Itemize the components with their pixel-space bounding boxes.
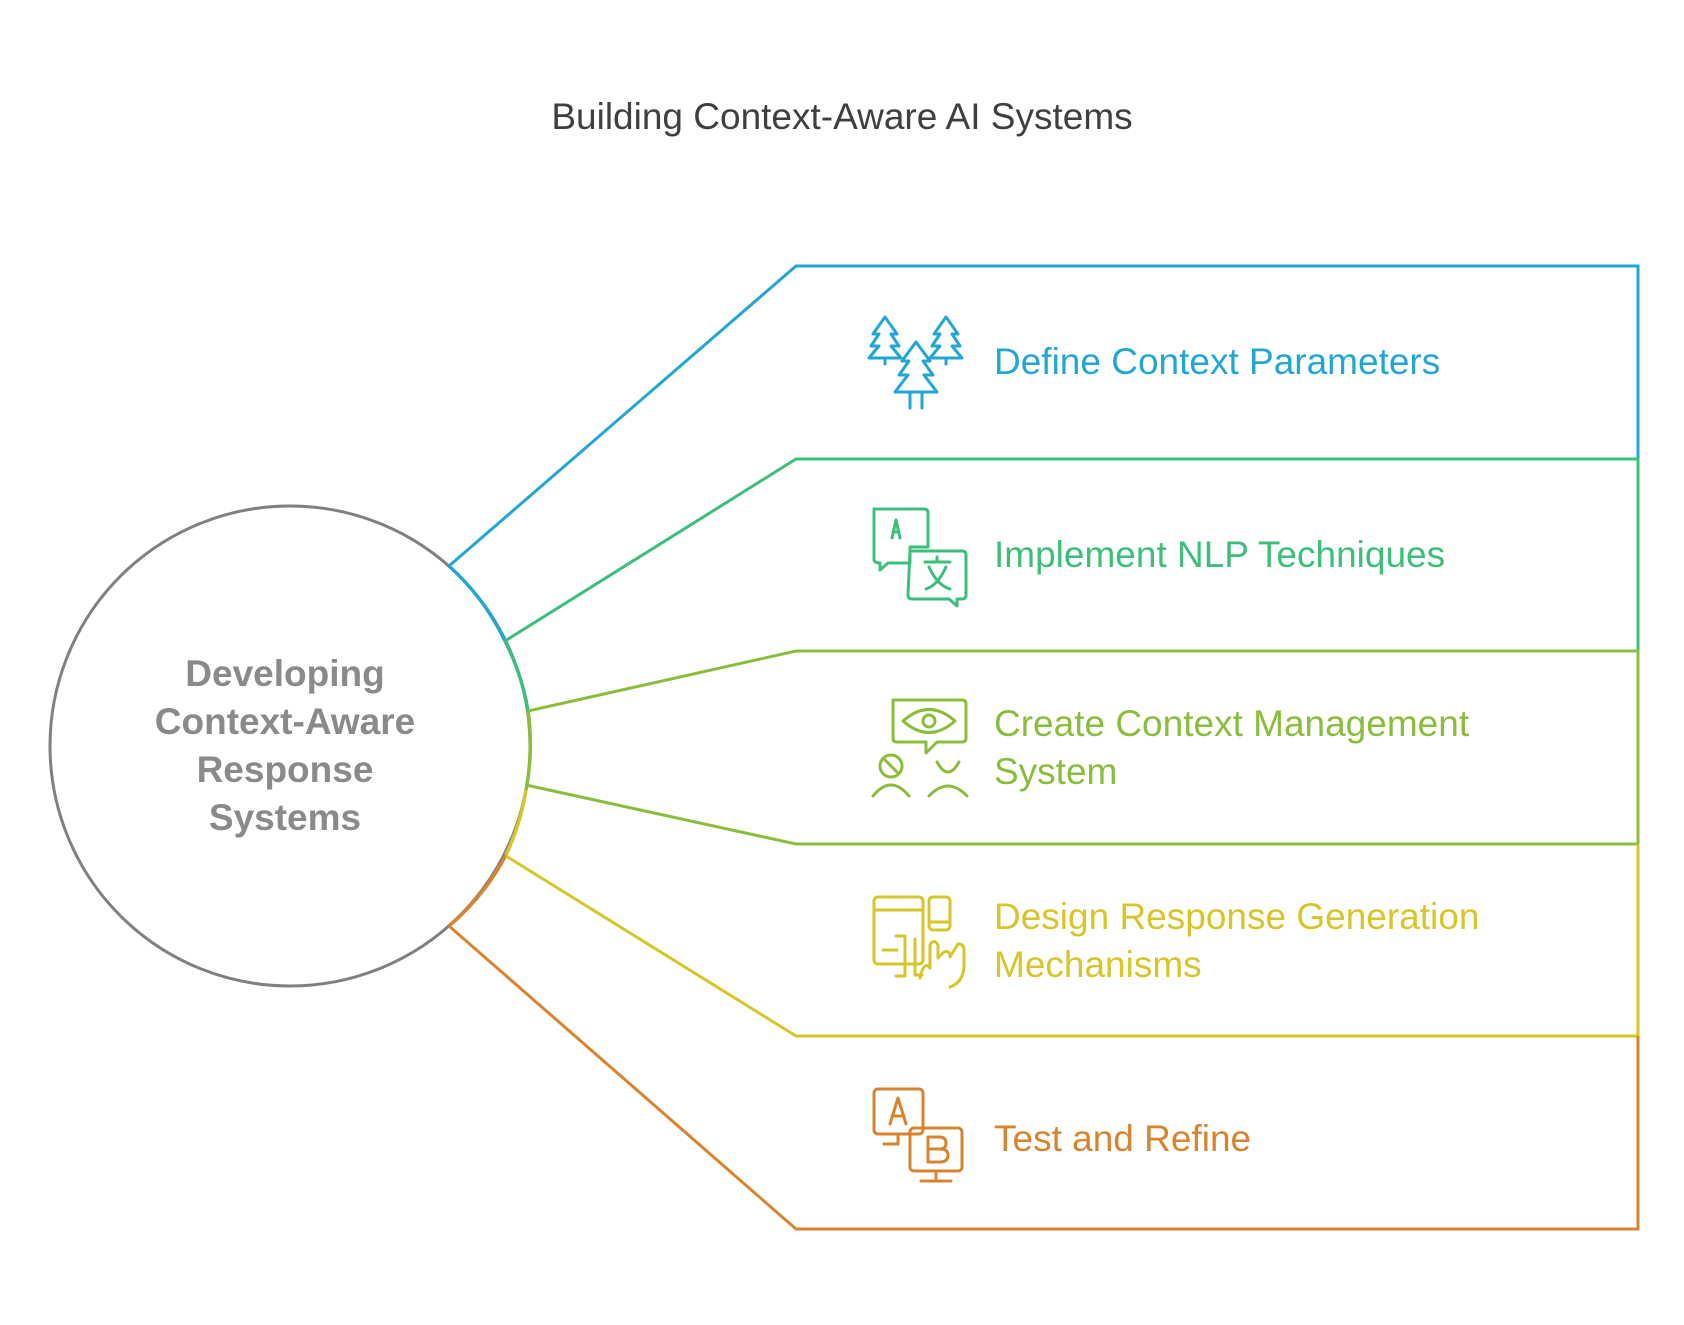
hub-arc-2: [503, 640, 530, 712]
step-label-4: Design Response Generation Mechanisms: [994, 896, 1480, 985]
trees-icon: [867, 315, 964, 410]
step-label-1: Define Context Parameters: [994, 341, 1441, 382]
hub-arc-5: [447, 854, 508, 928]
step-band-4: [505, 844, 1640, 1038]
hub-label: Developing Context-Aware Response System…: [120, 650, 450, 842]
people-eye-icon: [871, 698, 969, 798]
ab-test-icon: [872, 1087, 964, 1183]
diagram-title: Building Context-Aware AI Systems: [551, 96, 1133, 137]
hub-label-line: Developing: [185, 653, 385, 694]
step-band-2: [504, 457, 1640, 651]
hub-arc-3: [524, 710, 533, 791]
hub-label-line: Response: [196, 749, 374, 790]
step-band-3: [525, 649, 1640, 846]
hub-label-line: Context-Aware: [154, 701, 416, 742]
step-band-5: [448, 924, 1640, 1231]
translate-icon: [872, 507, 968, 608]
devices-icon: [872, 895, 966, 989]
hub-arc-4: [504, 789, 528, 856]
hub-label-line: Systems: [208, 797, 362, 838]
step-label-2: Implement NLP Techniques: [994, 534, 1446, 575]
step-label-5: Test and Refine: [994, 1118, 1252, 1159]
step-band-1: [448, 264, 1640, 568]
step-label-3: Create Context Management System: [994, 703, 1470, 792]
hub-arc-1: [447, 564, 507, 642]
